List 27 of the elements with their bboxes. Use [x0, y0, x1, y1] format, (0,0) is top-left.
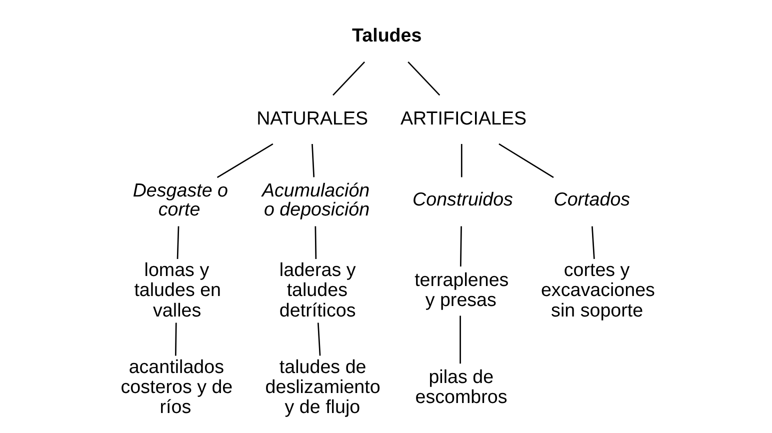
- node-text: pilas de escombros: [415, 366, 508, 408]
- connector: [312, 144, 315, 178]
- node-text: cortes y excavaciones sin soporte: [540, 258, 655, 320]
- connector: [176, 226, 180, 259]
- node-text: Cortados: [554, 188, 630, 210]
- node-text: lomas y taludes en valles: [134, 258, 222, 320]
- node-text: terraplenes y presas: [414, 269, 509, 310]
- node-text: Construidos: [412, 188, 513, 210]
- node-text: Taludes: [352, 24, 422, 46]
- node-text: taludes de deslizamiento y de flujo: [265, 356, 380, 418]
- connector: [460, 144, 462, 178]
- connector: [174, 322, 177, 356]
- connector: [498, 143, 554, 178]
- connector: [332, 62, 366, 96]
- node-text: Desgaste o corte: [132, 180, 228, 220]
- connector: [314, 226, 317, 259]
- connector: [408, 62, 440, 96]
- node-text: Acumulación o deposición: [262, 180, 370, 220]
- node-text: laderas y taludes detríticos: [279, 258, 356, 320]
- connector: [592, 226, 595, 259]
- node-text: acantilados costeros y de ríos: [120, 356, 233, 418]
- node-text: NATURALES: [256, 108, 368, 129]
- node-text: ARTIFICIALES: [400, 108, 527, 129]
- connector: [460, 316, 461, 364]
- connector: [460, 226, 462, 266]
- connector: [317, 322, 321, 356]
- connector: [216, 143, 274, 178]
